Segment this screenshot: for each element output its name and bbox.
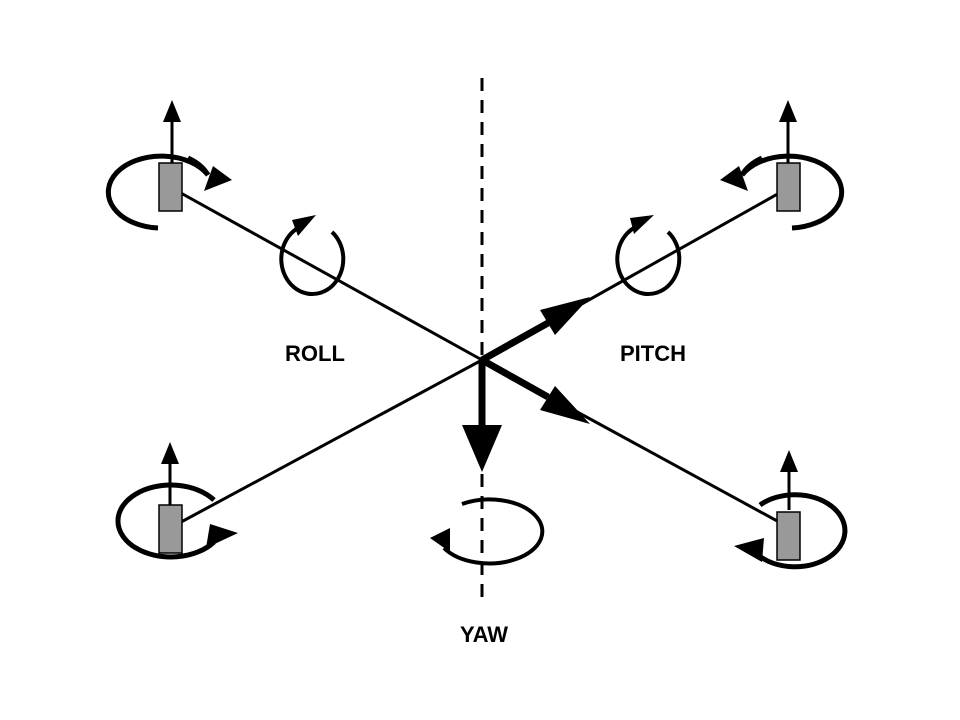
yaw-label: YAW	[460, 622, 508, 647]
pitch-rotation-icon	[615, 215, 682, 296]
motor-icon	[158, 504, 183, 554]
rotation-arrowhead-icon	[206, 524, 238, 548]
rotor-rear-left	[115, 442, 238, 560]
arm-rear-left	[169, 358, 483, 530]
yaw-rotation-icon	[430, 497, 545, 566]
rotor-front-right	[720, 100, 845, 231]
rotation-arrow-icon	[740, 153, 845, 231]
roll-rotation-icon	[279, 215, 346, 296]
yaw-axis-arrow-icon	[462, 360, 502, 472]
rotation-arrowhead-icon	[720, 166, 748, 191]
roll-label: ROLL	[285, 341, 345, 366]
roll-axis-arrow-icon	[480, 356, 590, 424]
arm-front-left	[169, 185, 483, 362]
rotation-arrow-icon	[105, 153, 210, 231]
pitch-label: PITCH	[620, 341, 686, 366]
rotor-front-left	[105, 100, 232, 231]
pitch-axis-arrow-icon	[480, 297, 590, 364]
motor-icon	[158, 162, 183, 212]
rotation-arrowhead-icon	[734, 538, 764, 562]
motor-icon	[776, 511, 801, 561]
rotation-arrow-icon	[115, 482, 216, 560]
rotation-arrowhead-icon	[204, 166, 232, 191]
rotor-rear-right	[734, 450, 848, 570]
rotation-arrow-icon	[756, 492, 848, 570]
motor-icon	[776, 162, 801, 212]
